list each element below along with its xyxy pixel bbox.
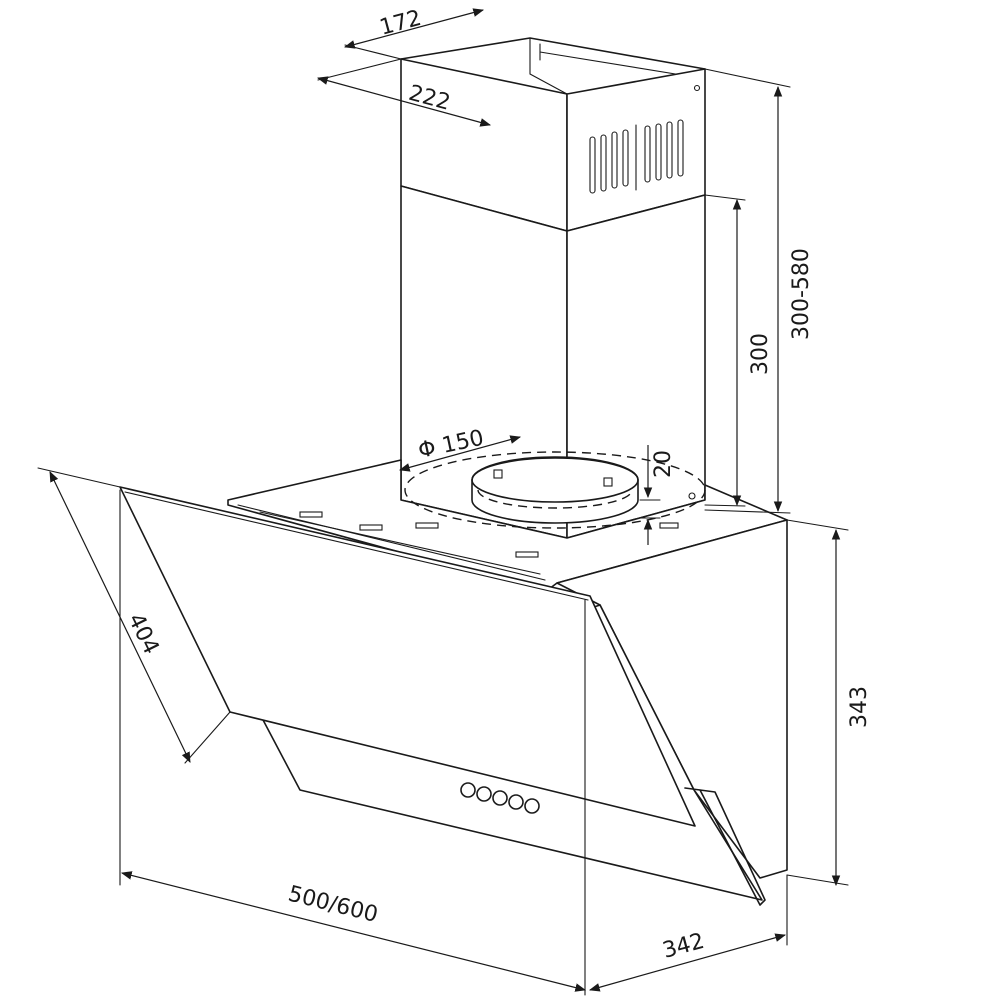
label-lower-chimney-height: 300 — [748, 333, 773, 375]
label-hood-width: 500/600 — [286, 882, 381, 928]
label-chimney-total-height: 300-580 — [789, 248, 814, 340]
duct-collar — [404, 451, 706, 529]
label-hood-height: 343 — [847, 686, 872, 728]
label-duct-offset: 20 — [651, 450, 676, 478]
label-chimney-depth: 172 — [377, 6, 424, 41]
glass-panel — [119, 486, 766, 906]
control-buttons — [460, 782, 540, 814]
chimney-vent-slots — [589, 119, 684, 194]
dimension-lines — [37, 8, 849, 996]
